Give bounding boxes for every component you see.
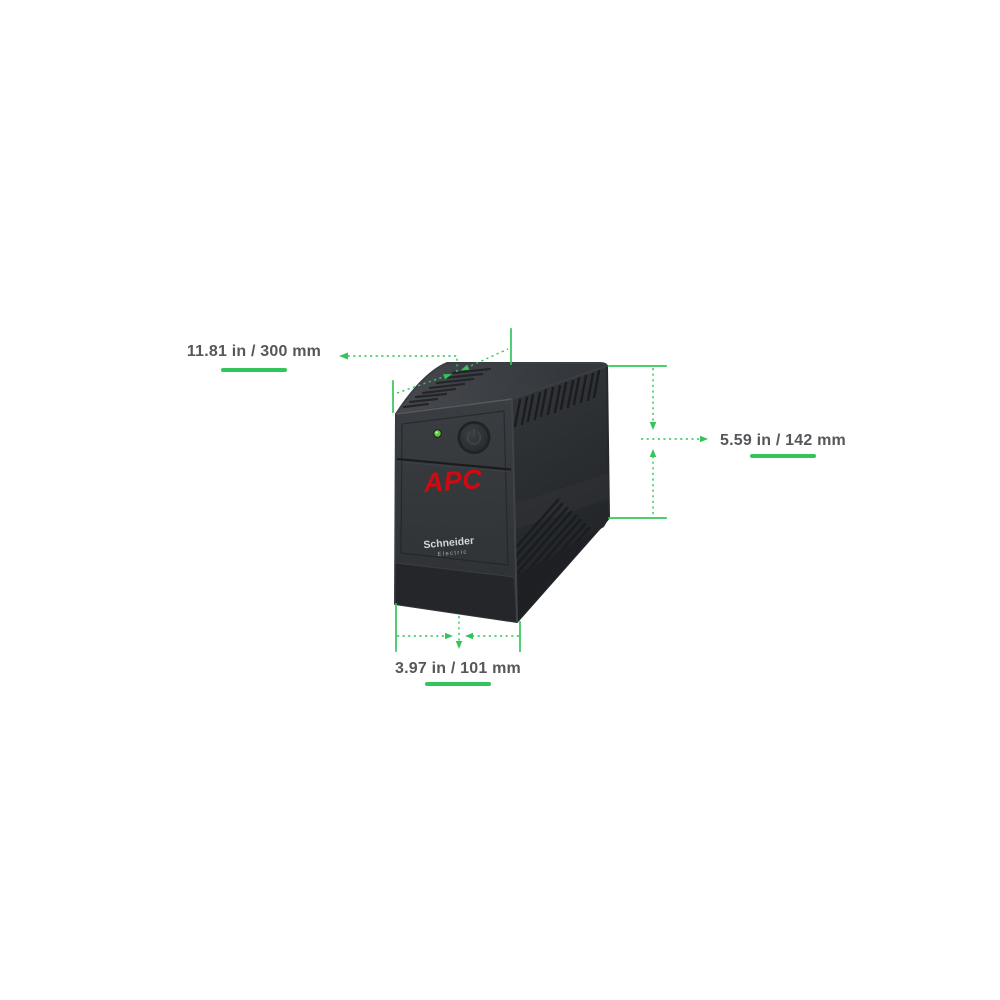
depth-dimension-text: 11.81 in / 300 mm [186, 343, 322, 360]
height-dimension [608, 365, 701, 519]
width-arrow-left [465, 632, 473, 640]
height-label-underline [750, 454, 816, 458]
depth-dimension [342, 328, 512, 413]
height-dimension-label: 5.59 in / 142 mm [683, 432, 883, 458]
front-top-edge-highlight [395, 398, 513, 415]
front-left-edge [394, 413, 397, 605]
depth-arrow-down-left [460, 364, 470, 371]
width-dimension-label: 3.97 in / 101 mm [358, 660, 558, 686]
power-button-icon [457, 421, 491, 454]
width-leader-arrow-down [455, 641, 463, 649]
height-dimension-text: 5.59 in / 142 mm [720, 432, 846, 449]
ups-front-base [395, 563, 517, 622]
front-groove [396, 458, 512, 471]
width-dimension [395, 603, 521, 652]
depth-dimension-line-b [465, 348, 509, 369]
ups-side-band [512, 473, 609, 531]
height-arrow-down [649, 422, 657, 430]
ups-side-base [513, 518, 609, 622]
depth-label-underline [221, 368, 287, 372]
height-arrow-up [649, 449, 657, 457]
apc-logo: APC [422, 464, 483, 498]
front-panel-seam [400, 410, 509, 566]
base-seam-highlight [394, 562, 514, 578]
schneider-electric-logo: Schneider Electric [423, 535, 475, 558]
front-groove-highlight [396, 461, 512, 473]
depth-arrow-up-right [443, 374, 452, 380]
height-leader-arrow-right [700, 435, 708, 443]
width-arrow-right [445, 632, 453, 640]
led-indicator [433, 429, 442, 438]
depth-dimension-label: 11.81 in / 300 mm [154, 343, 354, 372]
dimension-arrowheads [339, 352, 708, 649]
side-top-vent-slots [513, 369, 601, 428]
width-dimension-text: 3.97 in / 101 mm [395, 660, 521, 677]
ups-unit: APC Schneider Electric [394, 362, 610, 623]
front-right-edge-highlight [511, 398, 518, 623]
dimension-annotations [342, 328, 701, 652]
schneider-logo-text: Schneider [423, 535, 475, 551]
width-label-underline [425, 682, 491, 686]
depth-leader-arrow-left [339, 352, 348, 360]
electric-logo-text: Electric [437, 549, 468, 558]
top-vent-slots [402, 367, 492, 409]
